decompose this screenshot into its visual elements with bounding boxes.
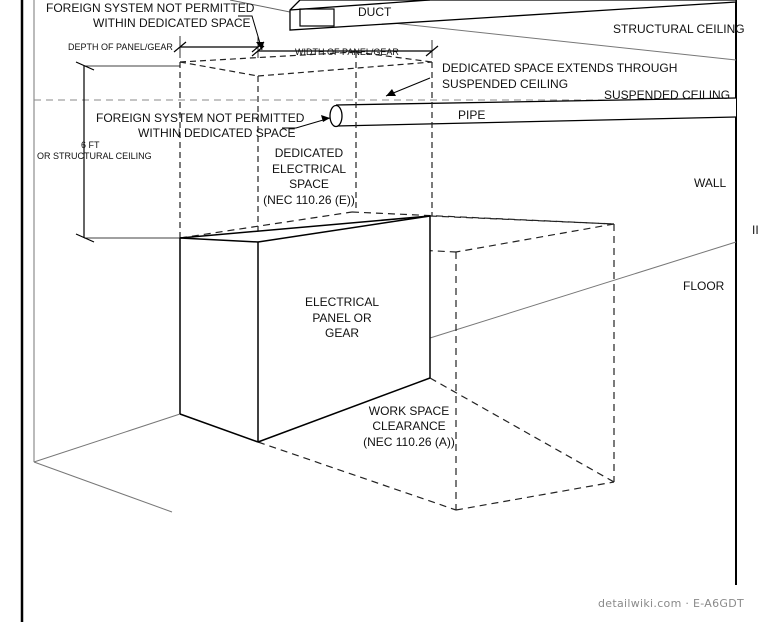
work-space-line2: CLEARANCE: [372, 419, 445, 433]
duct-label: DUCT: [358, 5, 392, 19]
six-ft-label: 6 FT: [81, 140, 100, 150]
watermark: detailwiki.com · E-A6GDT: [598, 597, 744, 610]
leader-arrowheads: [256, 42, 396, 122]
dedicated-space-outline: [179, 51, 433, 238]
suspended-ceiling-label: SUSPENDED CEILING: [604, 88, 730, 102]
structural-ceiling-small-label: OR STRUCTURAL CEILING: [37, 151, 152, 161]
foreign-system-mid-line2: WITHIN DEDICATED SPACE: [138, 126, 296, 140]
pipe: [329, 97, 737, 128]
duct: [289, 0, 737, 31]
work-space-line3: (NEC 110.26 (A)): [363, 435, 455, 449]
dedicated-electrical-line2: ELECTRICAL: [272, 162, 346, 176]
width-of-panel-label: WIDTH OF PANEL/GEAR: [295, 47, 399, 57]
wall-label: WALL: [694, 176, 727, 190]
pipe-label: PIPE: [458, 108, 485, 122]
duct-end: [299, 8, 335, 27]
dedicated-electrical-line1: DEDICATED: [275, 146, 344, 160]
dedicated-extends-line1: DEDICATED SPACE EXTENDS THROUGH: [442, 61, 677, 75]
panel-label-line3: GEAR: [325, 326, 359, 340]
panel-label-line1: ELECTRICAL: [305, 295, 379, 309]
structural-ceiling-label: STRUCTURAL CEILING: [613, 22, 745, 36]
dedicated-extends-line2: SUSPENDED CEILING: [442, 77, 568, 91]
floor-label: FLOOR: [683, 279, 725, 293]
foreign-system-top-line2: WITHIN DEDICATED SPACE: [93, 16, 251, 30]
dedicated-electrical-line3: SPACE: [289, 177, 329, 191]
dedicated-electrical-line4: (NEC 110.26 (E)): [263, 193, 355, 207]
edge-mark: II: [752, 223, 759, 237]
work-space-line1: WORK SPACE: [369, 404, 449, 418]
foreign-system-mid-line1: FOREIGN SYSTEM NOT PERMITTED: [96, 111, 305, 125]
structural-ceiling-lines: [229, 0, 291, 13]
pipe-end: [329, 104, 343, 128]
foreign-system-top-line1: FOREIGN SYSTEM NOT PERMITTED: [46, 1, 255, 15]
electrical-panel: [179, 215, 431, 443]
depth-of-panel-label: DEPTH OF PANEL/GEAR: [68, 42, 173, 52]
panel-label-line2: PANEL OR: [312, 311, 372, 325]
